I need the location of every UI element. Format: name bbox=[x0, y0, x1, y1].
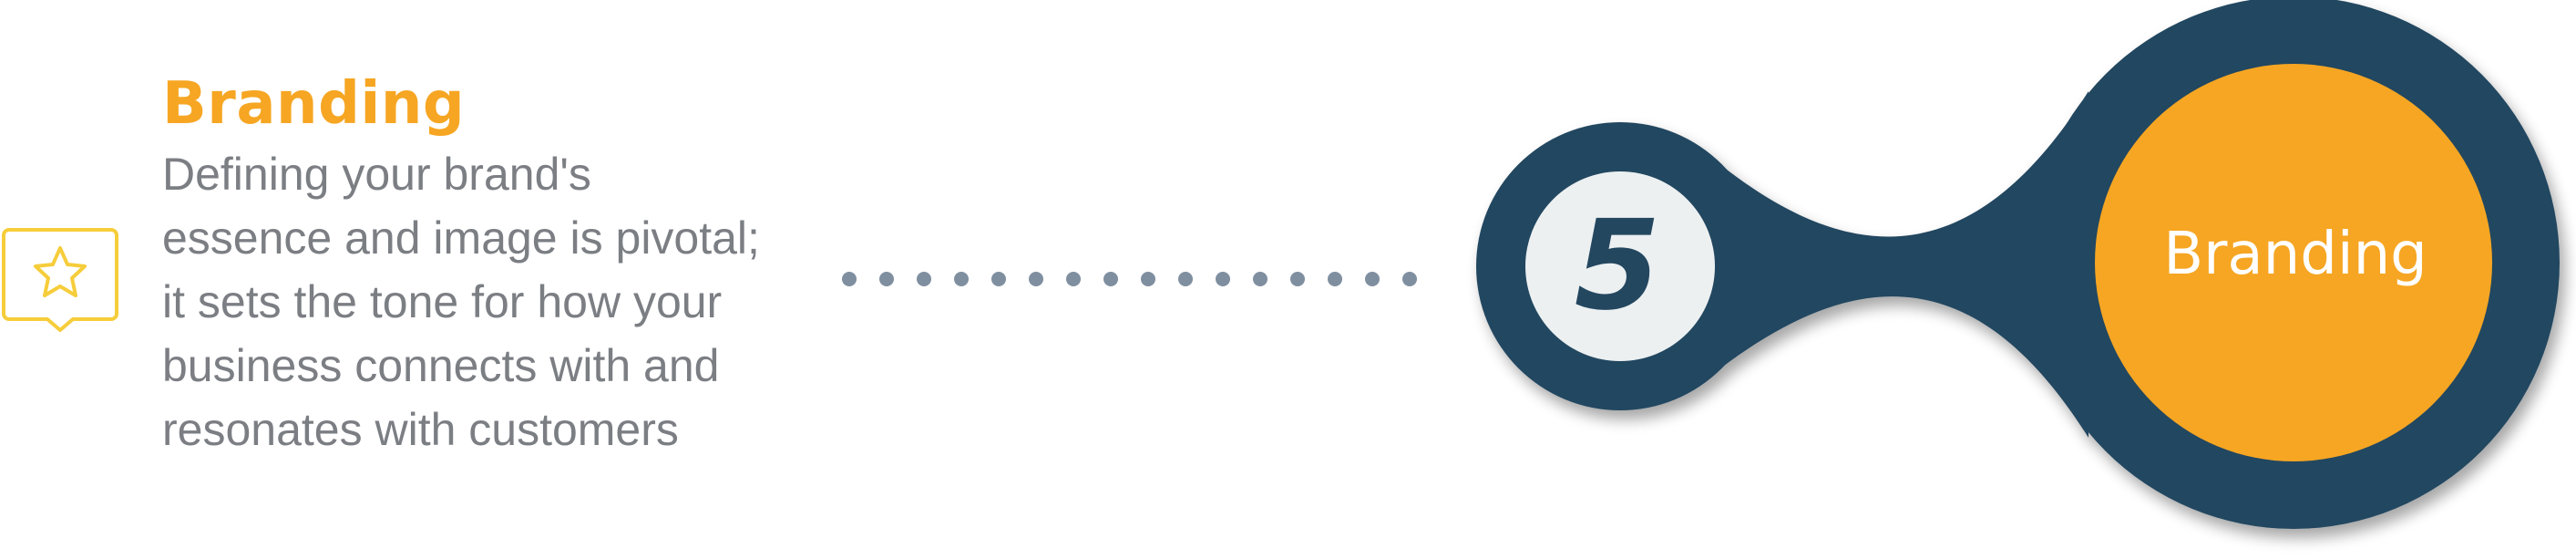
section-text: Branding Defining your brand's essence a… bbox=[162, 70, 800, 461]
step-label: Branding bbox=[2163, 221, 2427, 288]
section-title: Branding bbox=[162, 70, 466, 138]
description-line: essence and image is pivotal; bbox=[162, 212, 760, 264]
step-number-circle bbox=[1525, 171, 1715, 361]
description-line: it sets the tone for how your bbox=[162, 275, 723, 327]
description-line: resonates with customers bbox=[162, 403, 679, 455]
section-description: Defining your brand's essence and image … bbox=[162, 142, 800, 461]
star-badge-icon bbox=[2, 228, 118, 332]
step-number: 5 bbox=[1575, 194, 1661, 338]
dotted-connector bbox=[842, 272, 1417, 286]
description-line: Defining your brand's bbox=[162, 148, 591, 200]
step-label-circle bbox=[2095, 64, 2492, 461]
description-line: business connects with and bbox=[162, 339, 720, 391]
step-diagram: 5 Branding bbox=[1476, 0, 2560, 529]
star-icon bbox=[34, 246, 87, 297]
